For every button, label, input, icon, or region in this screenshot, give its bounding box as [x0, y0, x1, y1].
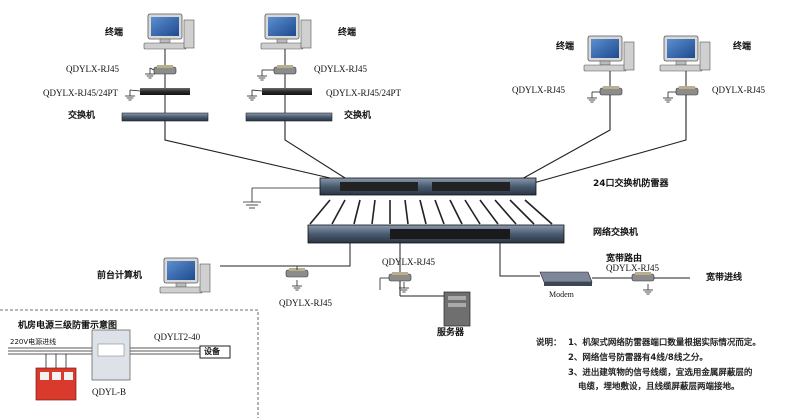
note-2: 2、网络信号防雷器有4线/8线之分。	[568, 353, 708, 363]
switch-protector-label: 24口交换机防雷器	[593, 179, 669, 189]
server-tower	[443, 291, 471, 327]
rj45-protector-7	[631, 271, 655, 282]
device-label: 设备	[204, 347, 220, 356]
ground-icon-6	[662, 91, 674, 103]
rj45-label-1: QDYLX-RJ45	[66, 64, 119, 74]
network-switch-label: 网络交换机	[593, 228, 639, 238]
device-box	[199, 345, 231, 359]
rj45-protector-1	[153, 64, 177, 75]
rj45-label-3: QDYLX-RJ45	[512, 85, 565, 95]
front-desk-pc	[159, 257, 211, 294]
power-diagram-box	[0, 309, 259, 418]
switch-label-1: 交换机	[68, 111, 96, 121]
switch-label-2: 交换机	[344, 111, 372, 121]
ground-icon-7	[243, 196, 261, 209]
terminal-pc-3	[583, 35, 635, 72]
ground-icon-8	[291, 279, 303, 291]
note-1: 1、机架式网络防雷器端口数量根据实际情况而定。	[568, 338, 761, 348]
rj45-24pt-label-2: QDYLX-RJ45/24PT	[326, 88, 402, 98]
terminal-pc-4	[659, 35, 711, 72]
broadband-router-label: 宽带路由	[606, 254, 643, 264]
rj45-label-6: QDYLX-RJ45	[382, 257, 435, 267]
patch-cables	[309, 199, 553, 225]
broadband-line-label: 宽带进线	[706, 273, 743, 283]
qdyl-b-label: QDYL-B	[92, 387, 126, 397]
rj45-protector-6	[388, 271, 412, 282]
ground-icon-4	[246, 89, 258, 101]
ground-icon-2	[124, 89, 136, 101]
rj45-protector-3	[599, 85, 623, 96]
note-3: 3、进出建筑物的信号线缆，宜选用金属屏蔽层的	[568, 368, 753, 378]
red-surge-protector	[35, 354, 77, 401]
modem	[539, 271, 593, 286]
modem-label: Modem	[549, 290, 574, 299]
server-label: 服务器	[437, 328, 465, 338]
power-diagram-title: 机房电源三级防雷示意图	[18, 321, 118, 331]
terminal-label-1: 终端	[105, 28, 124, 38]
rj45-protector-2	[273, 64, 297, 75]
terminal-pc-1	[143, 13, 195, 50]
terminal-label-2: 终端	[338, 28, 357, 38]
power-line-label: 220V电源进线	[10, 338, 57, 346]
terminal-pc-2	[260, 13, 312, 50]
switch-1	[121, 112, 209, 122]
ground-icon-3	[256, 69, 268, 81]
rj45-24pt-protector-2	[262, 88, 312, 95]
rj45-label-2: QDYLX-RJ45	[314, 64, 367, 74]
qdyl-b-spd	[91, 329, 131, 381]
rj45-label-4: QDYLX-RJ45	[712, 85, 765, 95]
front-computer-label: 前台计算机	[97, 271, 143, 281]
ground-icon-10	[642, 283, 654, 295]
rj45-label-7: QDYLX-RJ45	[606, 263, 659, 273]
notes-heading: 说明：	[536, 338, 562, 348]
terminal-label-4: 终端	[733, 42, 752, 52]
rj45-24pt-label-1: QDYLX-RJ45/24PT	[43, 88, 119, 98]
rj45-label-5: QDYLX-RJ45	[279, 298, 332, 308]
qdylt2-label: QDYLT2-40	[154, 332, 201, 342]
rj45-protector-4	[675, 85, 699, 96]
terminal-label-3: 终端	[556, 42, 575, 52]
note-4: 电缆，埋地敷设，且线缆屏蔽层两端接地。	[578, 382, 740, 392]
rj45-24pt-protector-1	[140, 88, 190, 95]
ground-icon-5	[586, 91, 598, 103]
switch-2	[245, 112, 333, 122]
